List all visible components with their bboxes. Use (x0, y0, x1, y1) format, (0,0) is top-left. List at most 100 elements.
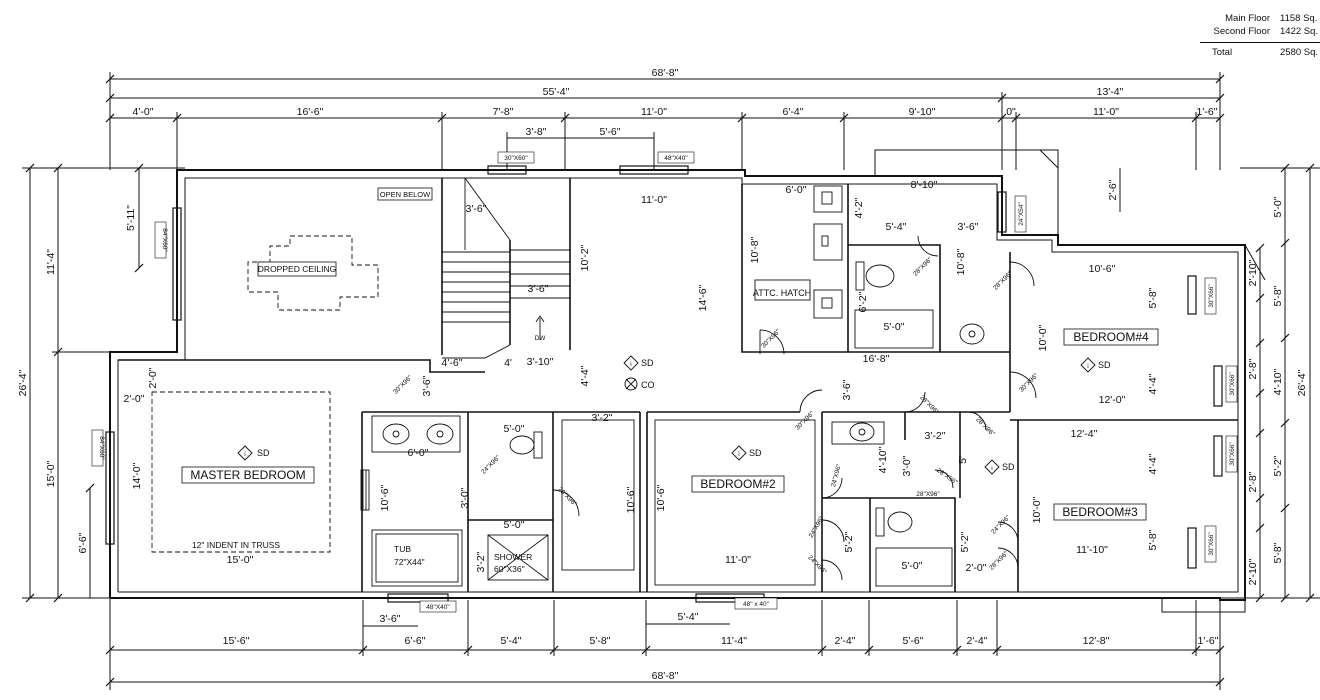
dim-top-5: 9'-10" (909, 106, 936, 118)
ensuite-vanity: 6'-0" (408, 447, 429, 459)
master-indent-note: 12" INDENT IN TRUSS (192, 540, 281, 550)
door-tag-1: 30"X96" (392, 374, 414, 396)
bath-lower-width: 5'-0" (902, 560, 923, 572)
window-tag-10: 48"X40" (426, 604, 450, 611)
bath-lower-d4: 5'-2" (843, 531, 855, 552)
dim-top-0: 4'-0" (133, 106, 154, 118)
dim-window-offset-b: 5'-6" (600, 126, 621, 138)
bath-lower-side: 5' (957, 456, 969, 464)
stair-dw: DW (535, 335, 547, 342)
shower-label: SHOWER (494, 552, 532, 562)
sd-label-bedroom3: SD (1002, 462, 1015, 472)
dim-bottom-0: 15'-6" (223, 635, 250, 647)
bath-upper-height: 10'-8" (955, 248, 967, 275)
door-tag-6: 28"X96" (992, 270, 1014, 292)
svg-text:i: i (738, 451, 739, 458)
door-tag-14: 28"X96" (935, 467, 959, 487)
dim-bottom-4: 11'-4" (721, 635, 747, 647)
dim-right-small-0: 2'-10" (1247, 259, 1259, 286)
bath-lower-d3: 3'-0" (901, 455, 913, 476)
dimension-text: 68'-8" 55'-4" 13'-4" 4'-0" 16'-6" 7'-8" … (17, 67, 1308, 682)
bath-lower-d6: 2'-0" (966, 562, 987, 574)
dim-right-0: 5'-0" (1272, 196, 1284, 217)
window-tag-2: 48"X40" (664, 155, 688, 162)
dim-right-small-1: 2'-8" (1247, 358, 1259, 379)
dim-right-jog: 2'-6" (1107, 179, 1119, 200)
dim-window-offset-a: 3'-8" (526, 126, 547, 138)
bedroom2-width: 11'-0" (725, 554, 751, 566)
door-tag-18: 30"X96" (804, 361, 828, 368)
area-row-second: Second Floor 1422 Sq. (1200, 25, 1320, 38)
master-width: 15'-0" (227, 554, 254, 566)
svg-text:i: i (244, 451, 245, 458)
door-tag-15: 28"X96" (916, 491, 940, 498)
ensuite-h2: 3'-0" (459, 487, 471, 508)
hall-run: 14'-6" (697, 284, 709, 311)
ensuite-w2: 5'-0" (504, 519, 525, 531)
window-tag-11: 48" x 40" (743, 601, 770, 608)
hall-c: 3'-2" (592, 412, 613, 424)
dim-top-7: 11'-0" (1093, 106, 1119, 118)
master-bedroom-label: MASTER BEDROOM (190, 468, 305, 482)
dim-bottom-9: 1'-6" (1198, 635, 1219, 647)
area-divider (1200, 42, 1320, 43)
laundry-d: 6'-2" (857, 291, 869, 312)
dim-right-total: 26'-4" (1296, 369, 1308, 396)
bedroom4-label: BEDROOM#4 (1073, 330, 1149, 344)
master-height: 14'-0" (131, 462, 143, 489)
door-tag-7: 30"X96" (794, 410, 816, 432)
bedroom3-height: 10'-0" (1031, 496, 1043, 523)
dim-top-6: 0" (1006, 106, 1016, 118)
bedroom4-d1: 5'-8" (1147, 287, 1159, 308)
bath-lower-d5: 5'-2" (959, 531, 971, 552)
door-tag-2: 24"X96" (480, 454, 502, 476)
stair-width-2: 3'-6" (528, 283, 549, 295)
master-offset-a: 2'-0" (124, 393, 145, 405)
smoke-detector-icon: i SD (984, 459, 1015, 475)
bath-lower-h: 3'-6" (841, 379, 853, 400)
area-summary: Main Floor 1158 Sq. Second Floor 1422 Sq… (1200, 12, 1320, 59)
dim-top-3: 11'-0" (641, 106, 667, 118)
dim-left-total: 26'-4" (17, 369, 29, 396)
area-value-second: 1422 Sq. (1280, 26, 1319, 37)
area-label-second: Second Floor (1213, 26, 1270, 37)
laundry-width: 6'-0" (786, 184, 807, 196)
dimension-lines (22, 72, 1320, 690)
bedroom4-width-2: 12'-0" (1099, 394, 1126, 406)
bath-upper-run: 16'-8" (863, 353, 890, 365)
master-offset-b: 2'-0" (147, 367, 159, 388)
dim-left-window-a: 5'-11" (125, 205, 137, 231)
dim-overall-bottom: 68'-8" (652, 670, 679, 682)
fixtures (105, 165, 1223, 603)
ensuite-h3: 3'-2" (475, 551, 487, 572)
stair-treads (442, 177, 570, 359)
door-tag-17: 28"X96" (988, 550, 1010, 572)
dim-bottom-8: 12'-8" (1083, 635, 1110, 647)
stair-width: 3'-6" (466, 203, 487, 215)
stair-a: 4'-6" (442, 357, 463, 369)
door-tags: 30"X96" 24"X96" 28"X96" 30"X96" 28"X96" … (392, 256, 1040, 576)
tub-size: 72"X44" (394, 557, 425, 567)
ensuite-h1: 10'-6" (379, 484, 391, 511)
dim-left-lower: 15'-0" (45, 460, 57, 487)
window-tag-5: 24"X54" (1018, 202, 1025, 226)
door-tag-11: 24"X96" (808, 515, 826, 539)
area-label-main: Main Floor (1225, 13, 1270, 24)
walls (109, 149, 1266, 613)
svg-text:i: i (630, 361, 631, 368)
area-value-main: 1158 Sq. (1280, 13, 1318, 24)
bath-lower-d1: 3'-2" (925, 430, 946, 442)
area-label-total: Total (1212, 47, 1233, 58)
dim-right-2: 4'-10" (1272, 368, 1284, 395)
window-tag-9: 30"X66" (1208, 532, 1215, 556)
bedroom2-label: BEDROOM#2 (700, 477, 776, 491)
dim-right-small-3: 2'-10" (1247, 558, 1259, 585)
dim-right-1: 5'-8" (1272, 285, 1284, 306)
door-tag-5: 28"X96" (912, 256, 934, 278)
co-detector-icon: CO (641, 380, 655, 390)
window-tag-4: 84"X60" (98, 436, 105, 460)
dim-top-2: 7'-8" (493, 106, 514, 118)
bath-upper-tub: 5'-0" (884, 321, 905, 333)
dim-right-small-2: 2'-8" (1247, 471, 1259, 492)
